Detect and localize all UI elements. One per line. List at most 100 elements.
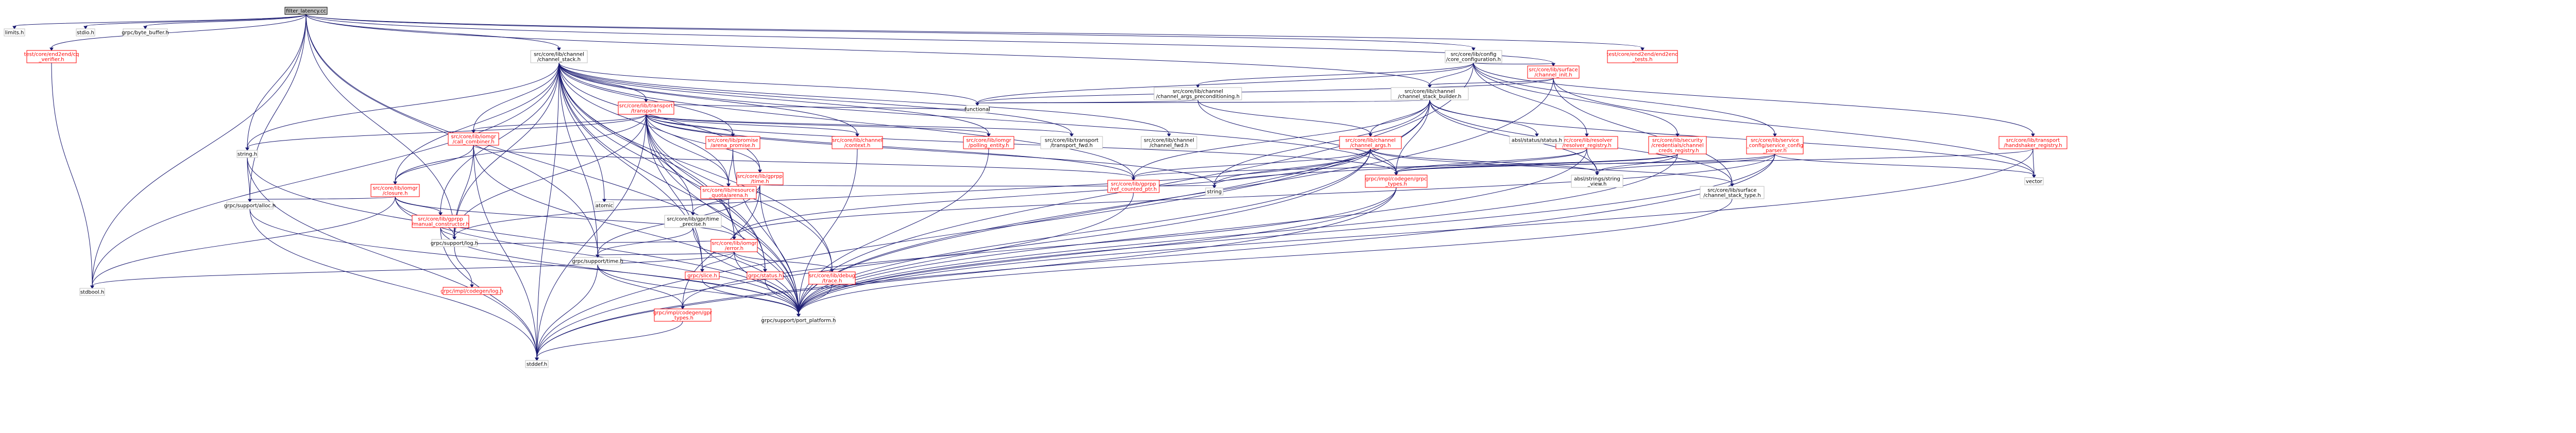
node-absl-status-h[interactable]: absl/status/status.h [1509,136,1565,144]
node-gprpp-time-h[interactable]: src/core/lib/gprpp/time.h [736,172,784,185]
node-core-configuration-h[interactable]: src/core/lib/config/core_configuration.h [1445,50,1502,63]
node-root[interactable]: filter_latency.cc [284,7,328,15]
node-string-view-h[interactable]: absl/strings/string_view.h [1571,175,1623,188]
node-label: grpc/support/port_platform.h [761,318,836,324]
node-closure-h[interactable]: src/core/lib/iomgr/closure.h [370,184,420,197]
node-label: src/core/lib/debug [809,273,855,279]
edge-arrowhead [987,133,991,137]
edge-channel_args_h-to-string [1214,148,1371,186]
node-call-combiner-h[interactable]: src/core/lib/iomgr/call_combiner.h [448,132,499,146]
node-error-h[interactable]: src/core/lib/iomgr/error.h [710,239,758,252]
node-label: src/core/lib/gprpp [1111,182,1156,187]
node-resource-quota-arena-h[interactable]: src/core/lib/resource_quota/arena.h [700,186,757,199]
node-byte-buffer-h[interactable]: grpc/byte_buffer.h [122,28,169,37]
edge-channel_stack_h-to-stddef_h [536,62,560,358]
node-manual-constructor-h[interactable]: src/core/lib/gprpp/manual_constructor.h [412,215,469,228]
node-handshaker-registry-h[interactable]: src/core/lib/transport/handshaker_regist… [1998,136,2067,149]
node-label: /resolver_registry.h [1562,143,1611,149]
edge-arrowhead [1595,172,1599,176]
node-atomic[interactable]: atomic [595,201,614,210]
node-channel-context-h[interactable]: src/core/lib/channel/context.h [832,136,883,149]
node-status-h[interactable]: grpc/status.h [747,271,784,280]
edge-channel_args_h-to-impl_types_h [1370,148,1397,173]
edge-arrowhead [452,236,456,240]
node-string-h[interactable]: string.h [236,150,258,158]
node-label: absl/strings/string [1574,177,1620,182]
node-channel-stack-type-h[interactable]: src/core/lib/surface/channel_stack_type.… [1700,186,1765,199]
edge-closure_h-to-support_alloc_h [249,196,396,200]
node-channel-stack-h[interactable]: src/core/lib/channel/channel_stack.h [530,50,588,63]
node-label: _precise.h [680,222,706,228]
node-label: src/core/lib/iomgr [451,134,496,140]
edge-arena_promise_h-to-resource_quota_arena_h [728,148,733,184]
edge-channel_init_h-to-port_platform_h [798,78,1554,315]
node-transport-fwd-h[interactable]: src/core/lib/transport/transport_fwd.h [1040,136,1103,149]
edge-root-to-support_alloc_h [249,14,307,200]
edge-channel_stack_h-to-polling_entity_h [558,62,989,134]
edge-arrowhead [1471,47,1476,51]
edge-channel_context_h-to-port_platform_h [798,148,858,315]
node-box [963,136,1014,149]
edge-core_configuration_h-to-resolver_registry_h [1473,62,1587,134]
edge-impl_types_h-to-gpr_types_h [682,187,1397,307]
node-cq-verifier[interactable]: test/core/end2end/cq_verifier.h [24,50,79,63]
node-string[interactable]: string [1205,187,1224,196]
node-end2end-tests-h[interactable]: test/core/end2end/end2end_tests.h [1606,50,1679,63]
node-support-alloc-h[interactable]: grpc/support/alloc.h [224,201,276,210]
node-arena-promise-h[interactable]: src/core/lib/promise/arena_promise.h [705,136,760,149]
node-impl-types-h[interactable]: grpc/impl/codegen/grpc_types.h [1365,175,1428,188]
node-resolver-registry-h[interactable]: src/core/lib/resolver/resolver_registry.… [1555,136,1618,149]
node-gpr-types-h[interactable]: grpc/impl/codegen/gpr_types.h [653,308,713,322]
edge-arrowhead [49,47,54,51]
node-port-platform-h[interactable]: grpc/support/port_platform.h [761,316,836,324]
edge-call_combiner_h-to-closure_h [395,145,474,182]
node-channel-args-h[interactable]: src/core/lib/channel/channel_args.h [1339,136,1402,149]
node-label: /ref_counted_ptr.h [1110,187,1157,193]
node-functional[interactable]: functional [964,105,990,113]
edge-arrowhead [557,47,561,51]
node-debug-trace-h[interactable]: src/core/lib/debug/trace.h [808,271,856,285]
node-polling-entity-h[interactable]: src/core/lib/iomgr/polling_entity.h [963,136,1014,149]
edge-channel_stack_h-to-channel_fwd_h [558,62,1170,134]
node-box [1998,136,2067,149]
node-support-time-h[interactable]: grpc/support/time.h [572,257,623,265]
node-label: src/core/lib/resource [702,188,755,194]
edge-arrowhead [470,284,474,288]
node-box [1040,136,1103,149]
edge-core_configuration_h-to-channel_stack_builder_h [1429,62,1474,85]
node-transport-h[interactable]: src/core/lib/transport/transport.h [618,101,674,115]
edge-core_configuration_h-to-channel_args_precond_h [1197,62,1474,85]
edge-arrowhead [393,181,397,185]
node-label: /channel_stack_type.h [1703,193,1760,199]
node-limits-h[interactable]: limits.h [4,28,25,37]
node-channel-init-h[interactable]: src/core/lib/surface/channel_init.h [1527,65,1580,79]
node-box [79,288,105,296]
node-support-log-h[interactable]: grpc/support/log.h [431,239,478,247]
edge-support_alloc_h-to-stddef_h [249,209,537,358]
edge-transport_h-to-ref_counted_ptr_h [646,114,1134,178]
edge-channel_args_h-to-channel_stack_type_h [1370,148,1733,184]
node-label: test/core/end2end/cq [24,52,79,58]
edge-channel_stack_h-to-time_precise_h [558,62,693,213]
node-label: /channel_stack.h [537,57,581,63]
edge-channel_stack_builder_h-to-ref_counted_ptr_h [1133,99,1430,178]
node-box [1391,87,1469,100]
node-stddef-h[interactable]: stddef.h [525,360,549,368]
node-cred-registry-h[interactable]: src/core/lib/security/credentials/channe… [1648,136,1707,154]
node-service-config-parser-h[interactable]: src/core/lib/service_config/service_conf… [1746,136,1804,154]
node-ref-counted-ptr-h[interactable]: src/core/lib/gprpp/ref_counted_ptr.h [1107,180,1160,193]
node-channel-fwd-h[interactable]: src/core/lib/channel/channel_fwd.h [1141,136,1197,149]
edge-channel_stack_h-to-slice_h [558,62,703,270]
node-box [226,201,274,210]
node-label: src/core/lib/channel [1173,89,1223,95]
node-box [2024,177,2044,185]
node-stdbool-h[interactable]: stdbool.h [79,288,105,296]
node-channel-stack-builder-h[interactable]: src/core/lib/channel/channel_stack_build… [1391,87,1469,100]
node-time-precise-h[interactable]: src/core/lib/gpr/time_precise.h [664,215,722,228]
node-channel-args-precond-h[interactable]: src/core/lib/channel/channel_args_precon… [1154,87,1242,100]
node-vector[interactable]: vector [2024,177,2044,185]
node-stdio-h[interactable]: stdio.h [76,28,95,37]
node-codegen-log-h[interactable]: grpc/impl/codegen/log.h [440,287,503,295]
node-slice-h[interactable]: grpc/slice.h [685,271,720,280]
